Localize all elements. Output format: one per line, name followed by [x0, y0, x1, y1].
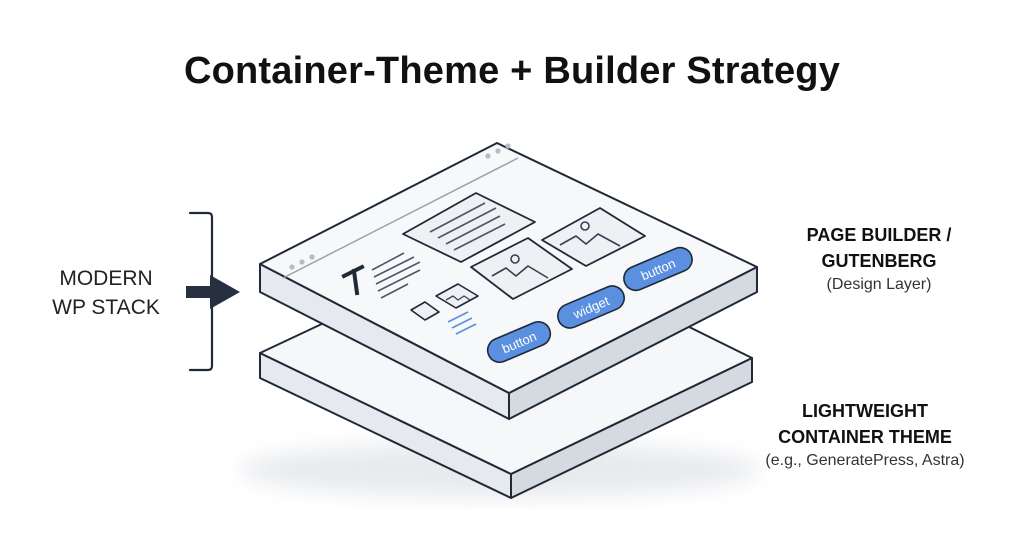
browser-dots-left — [289, 254, 315, 270]
small-image-icon — [435, 283, 479, 309]
page-builder-subtitle: (Design Layer) — [826, 276, 932, 293]
container-theme-title-line1: LIGHTWEIGHT — [802, 401, 928, 421]
blue-lines-icon — [447, 311, 477, 335]
small-box-icon — [410, 301, 440, 321]
page-title: Container-Theme + Builder Strategy — [183, 50, 841, 92]
paragraph-lines-icon — [371, 252, 421, 299]
image-placeholder-icon — [470, 237, 573, 300]
image-placeholder-icon — [541, 207, 646, 267]
arrow-right-icon — [186, 275, 240, 309]
left-label-line2: WP STACK — [52, 296, 160, 319]
container-theme-title-line2: CONTAINER THEME — [778, 427, 952, 447]
container-theme-label: LIGHTWEIGHT CONTAINER THEME (e.g., Gener… — [750, 398, 980, 472]
text-heading-icon — [341, 264, 365, 296]
container-theme-subtitle: (e.g., GeneratePress, Astra) — [765, 452, 965, 469]
modern-wp-stack-label: MODERN WP STACK — [36, 264, 176, 322]
page-builder-title-line1: PAGE BUILDER / — [806, 225, 952, 245]
text-block-icon — [402, 192, 536, 263]
left-label-line1: MODERN — [59, 267, 153, 290]
browser-dots-right — [485, 143, 511, 159]
page-builder-label: PAGE BUILDER / GUTENBERG (Design Layer) — [764, 222, 994, 296]
page-builder-title-line2: GUTENBERG — [821, 251, 937, 271]
